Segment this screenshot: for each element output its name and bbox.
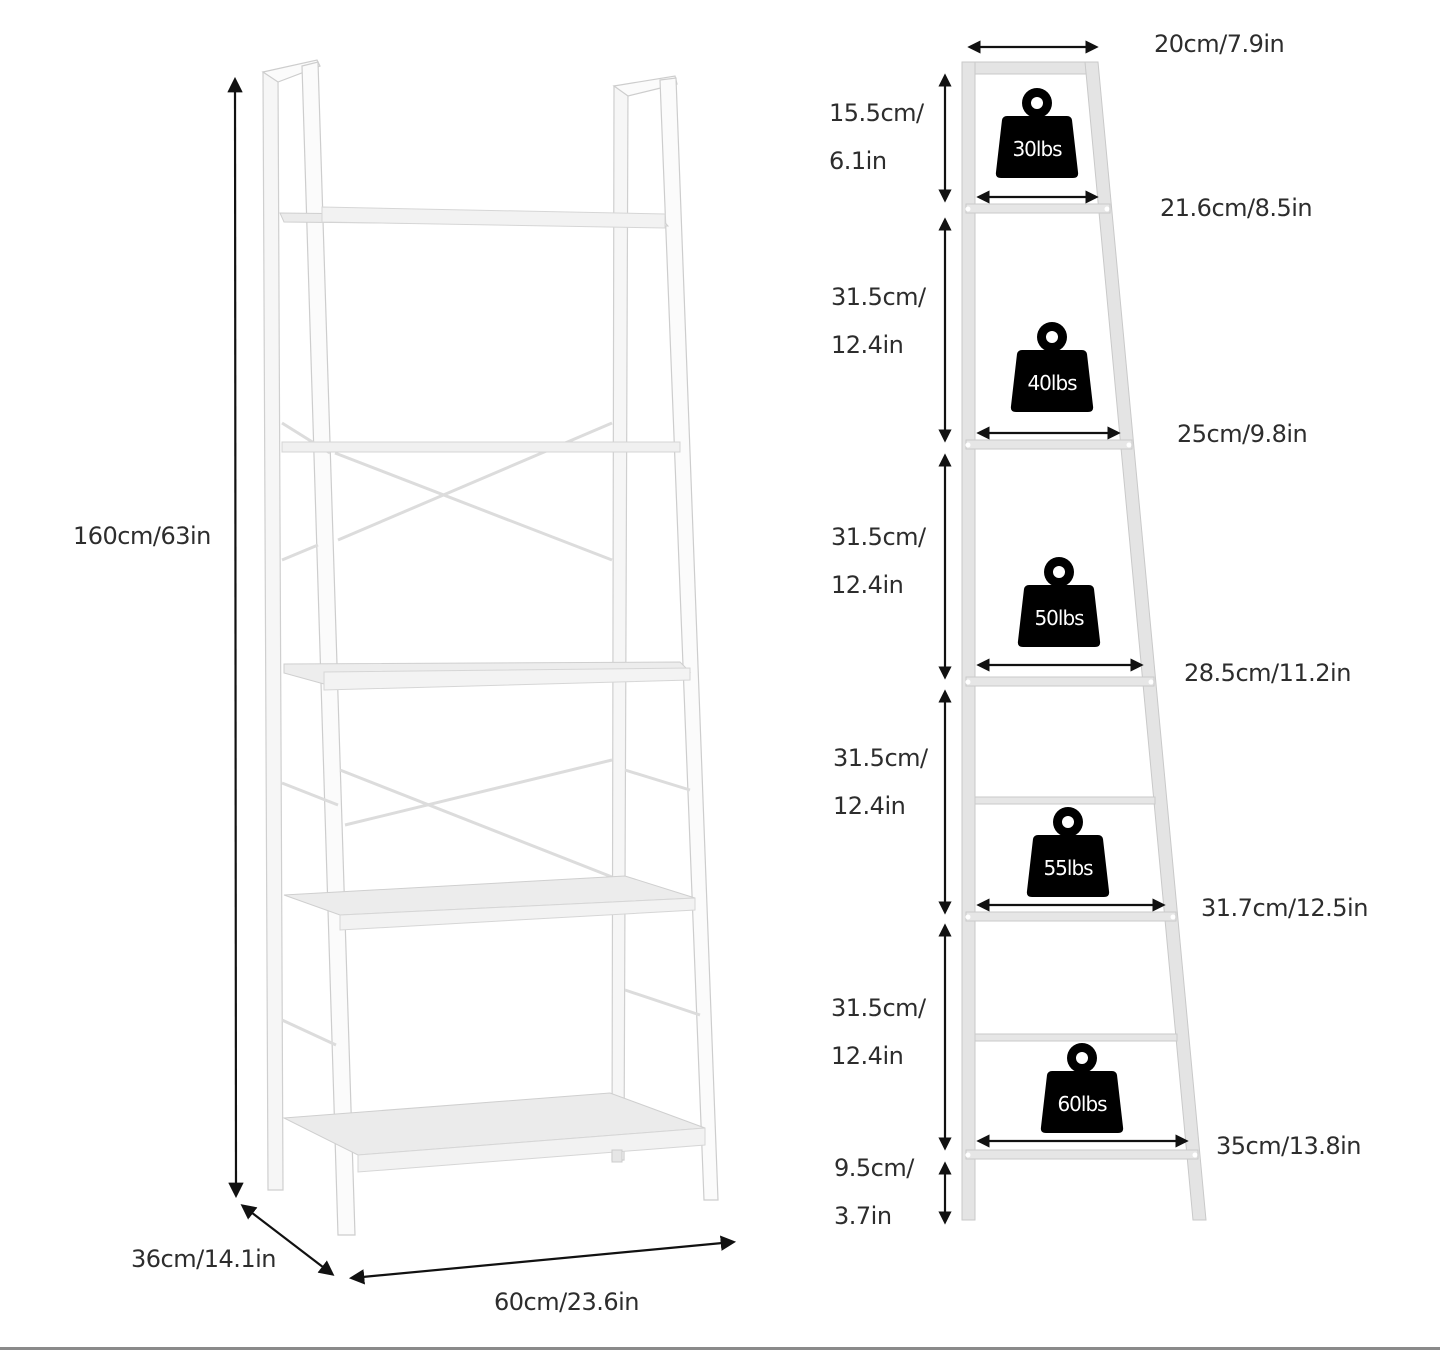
width-label: 60cm/23.6in	[494, 1288, 640, 1316]
svg-text:60lbs: 60lbs	[1057, 1092, 1107, 1116]
shelf-3	[283, 661, 692, 691]
weight-icon-shelf-1: 30lbs	[995, 88, 1079, 178]
shelf-2	[281, 441, 681, 453]
spacing-label-4: 31.5cm/ 12.4in	[833, 744, 928, 820]
side-shelf-rails	[965, 203, 1199, 1160]
bottom-border	[0, 1347, 1440, 1350]
svg-text:40lbs: 40lbs	[1027, 371, 1077, 395]
depth-label: 36cm/14.1in	[131, 1245, 277, 1273]
height-dimension-arrow	[227, 76, 244, 1199]
rail-screws	[965, 206, 1198, 1158]
spacing-label-1: 15.5cm/ 6.1in	[829, 99, 924, 175]
spacing-label-6: 9.5cm/ 3.7in	[834, 1154, 914, 1230]
side-frame	[961, 61, 1207, 1221]
depth-dimension-arrow	[240, 1204, 335, 1276]
svg-text:30lbs: 30lbs	[1012, 137, 1062, 161]
shelf-4	[283, 875, 696, 931]
shelf-4-width-label: 31.7cm/12.5in	[1201, 894, 1368, 922]
height-label: 160cm/63in	[73, 522, 211, 550]
top-width-label: 20cm/7.9in	[1154, 30, 1285, 58]
shelf-width-arrows	[976, 190, 1189, 1148]
width-dimension-arrow	[348, 1235, 737, 1285]
shelf-5	[282, 1092, 706, 1173]
weight-icon-shelf-4: 55lbs	[1026, 807, 1110, 897]
spacing-label-5: 31.5cm/ 12.4in	[831, 994, 926, 1070]
shelf-2-width-label: 25cm/9.8in	[1177, 420, 1308, 448]
weight-icon-shelf-2: 40lbs	[1010, 322, 1094, 412]
shelf-5-width-label: 35cm/13.8in	[1216, 1132, 1362, 1160]
svg-text:50lbs: 50lbs	[1034, 606, 1084, 630]
shelf-3-width-label: 28.5cm/11.2in	[1184, 659, 1351, 687]
svg-text:55lbs: 55lbs	[1043, 856, 1093, 880]
shelf-1-width-label: 21.6cm/8.5in	[1160, 194, 1313, 222]
rear-frame	[262, 71, 629, 1191]
cross-brace-lower	[281, 758, 701, 1047]
weight-icon-shelf-5: 60lbs	[1040, 1043, 1124, 1133]
weight-icon-shelf-3: 50lbs	[1017, 557, 1101, 647]
shelf-1	[279, 206, 670, 229]
spacing-label-3: 31.5cm/ 12.4in	[831, 523, 926, 599]
front-frame	[261, 59, 719, 1236]
spacing-label-2: 31.5cm/ 12.4in	[831, 283, 926, 359]
